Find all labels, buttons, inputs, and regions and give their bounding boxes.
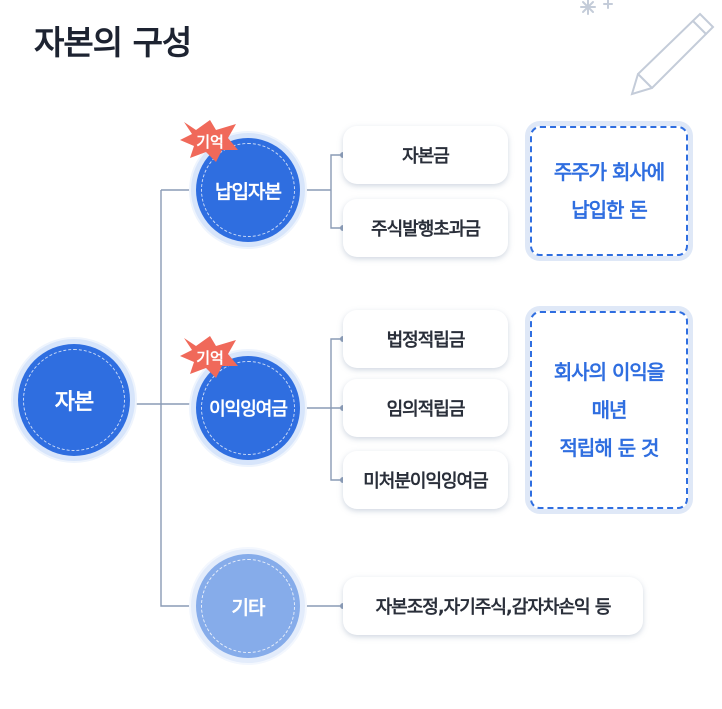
description-line: 매년 xyxy=(591,398,628,422)
burst-icon xyxy=(180,336,238,378)
item-box: 주식발행초과금 xyxy=(343,199,508,257)
item-box: 법정적립금 xyxy=(343,310,508,368)
category-label: 기타 xyxy=(231,596,266,619)
category-label: 이익잉여금 xyxy=(209,399,288,420)
badge-memorize: 기억 xyxy=(180,336,240,378)
description-line: 주주가 회사에 xyxy=(553,160,665,184)
description-box-paid-in: 주주가 회사에 납입한 돈 xyxy=(530,126,688,256)
root-label: 자본 xyxy=(54,390,94,415)
badge-label: 기억 xyxy=(196,348,224,367)
description-line: 적립해 둔 것 xyxy=(559,436,660,460)
badge-memorize: 기억 xyxy=(180,120,240,162)
pencil-icon xyxy=(580,0,715,96)
badge-label: 기억 xyxy=(196,132,224,151)
item-box: 임의적립금 xyxy=(343,379,508,437)
burst-icon xyxy=(180,120,238,162)
description-line: 회사의 이익을 xyxy=(553,360,665,384)
item-box: 미처분이익잉여금 xyxy=(343,451,508,509)
root-node: 자본 xyxy=(18,344,130,456)
category-label: 납입자본 xyxy=(215,180,282,203)
page-title: 자본의 구성 xyxy=(34,23,192,62)
item-box: 자본조정,자기주식,감자차손익 등 xyxy=(343,577,643,635)
description-line: 납입한 돈 xyxy=(571,198,648,222)
item-box: 자본금 xyxy=(343,126,508,184)
category-node-other: 기타 xyxy=(196,554,300,658)
description-box-retained-earnings: 회사의 이익을 매년 적립해 둔 것 xyxy=(530,311,688,509)
